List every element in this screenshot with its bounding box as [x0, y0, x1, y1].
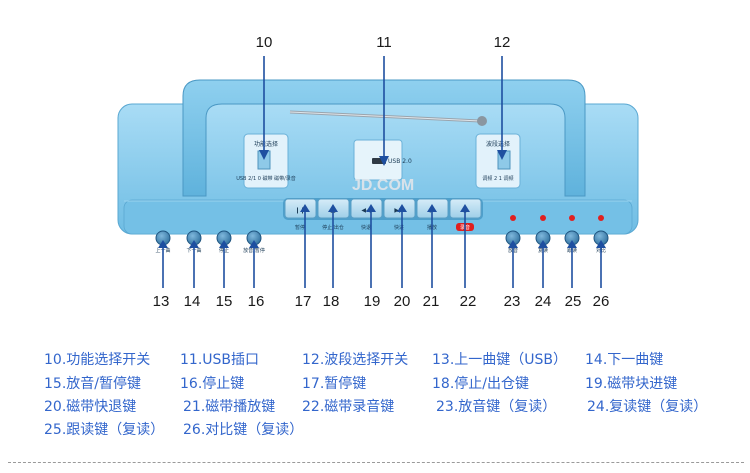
led-compare	[598, 215, 604, 221]
band-switch-caption: 调频 2 1 调频	[482, 175, 513, 182]
callout-16: 16	[248, 293, 265, 310]
legend-item: 15.放音/暂停键	[44, 376, 141, 392]
legend-item: 24.复读键（复读）	[587, 399, 708, 415]
band-switch-title: 波段选择	[486, 140, 510, 148]
legend-item: 16.停止键	[180, 376, 245, 392]
callout-14: 14	[184, 293, 201, 310]
watermark: JD.COM	[352, 177, 414, 194]
callout-12: 12	[494, 34, 511, 51]
led-follow	[569, 215, 575, 221]
legend-item: 20.磁带快退键	[44, 399, 137, 415]
legend-item: 13.上一曲键（USB）	[432, 352, 568, 368]
callout-20: 20	[394, 293, 411, 310]
legend-item: 19.磁带块进键	[585, 376, 678, 392]
callout-11: 11	[376, 34, 392, 51]
legend-item: 26.对比键（复读）	[183, 422, 304, 438]
label-pause: 暂停	[295, 224, 305, 231]
usb-label: USB 2.0	[388, 158, 412, 165]
callout-25: 25	[565, 293, 582, 310]
function-switch-panel: 功能选择 USB 2/1 0 磁带 磁带/录音	[236, 133, 296, 189]
legend-item: 12.波段选择开关	[302, 352, 409, 368]
pause-icon: ❙❙	[295, 207, 305, 214]
antenna	[289, 110, 487, 126]
callout-lines	[162, 56, 602, 288]
legend-item: 23.放音键（复读）	[436, 399, 557, 415]
callout-22: 22	[460, 293, 477, 310]
legend-item: 17.暂停键	[302, 376, 367, 392]
legend-item: 21.磁带播放键	[183, 399, 276, 415]
usb-port-panel: USB 2.0	[353, 139, 412, 181]
callout-numbers: 10 11 12 13 14 15 16 17 18 19 20 21 22 2…	[153, 34, 610, 310]
rewind-icon: ◀◀	[361, 207, 371, 214]
legend-item: 10.功能选择开关	[44, 352, 151, 368]
callout-26: 26	[593, 293, 610, 310]
band-switch-panel: 波段选择 调频 2 1 调频	[475, 133, 521, 189]
label-rewind: 快退	[361, 224, 371, 231]
function-switch-title: 功能选择	[254, 140, 278, 148]
callout-10: 10	[256, 34, 273, 51]
dotted-divider	[8, 462, 744, 463]
led-play	[510, 215, 516, 221]
callout-21: 21	[423, 293, 440, 310]
legend-item: 11.USB插口	[180, 352, 260, 368]
legend-item: 14.下一曲键	[585, 352, 664, 368]
callout-24: 24	[535, 293, 552, 310]
function-switch-caption: USB 2/1 0 磁带 磁带/录音	[236, 175, 296, 182]
callout-23: 23	[504, 293, 521, 310]
cassette-keys: ❙❙ ■ ◀◀ ▶▶ ▶ ● 暂停 停止/出仓 快退 快进 播放 录音	[283, 198, 483, 231]
label-fast-forward: 快进	[394, 224, 404, 231]
key-rewind[interactable]	[350, 198, 383, 219]
key-pause[interactable]	[284, 198, 317, 219]
legend-item: 22.磁带录音键	[302, 399, 395, 415]
callout-19: 19	[364, 293, 381, 310]
callout-18: 18	[323, 293, 340, 310]
callout-17: 17	[295, 293, 312, 310]
legend-item: 18.停止/出仓键	[432, 376, 529, 392]
legend-item: 25.跟读键（复读）	[44, 422, 165, 438]
led-repeat	[540, 215, 546, 221]
callout-13: 13	[153, 293, 170, 310]
callout-15: 15	[216, 293, 233, 310]
callout-arrowheads	[158, 150, 606, 248]
